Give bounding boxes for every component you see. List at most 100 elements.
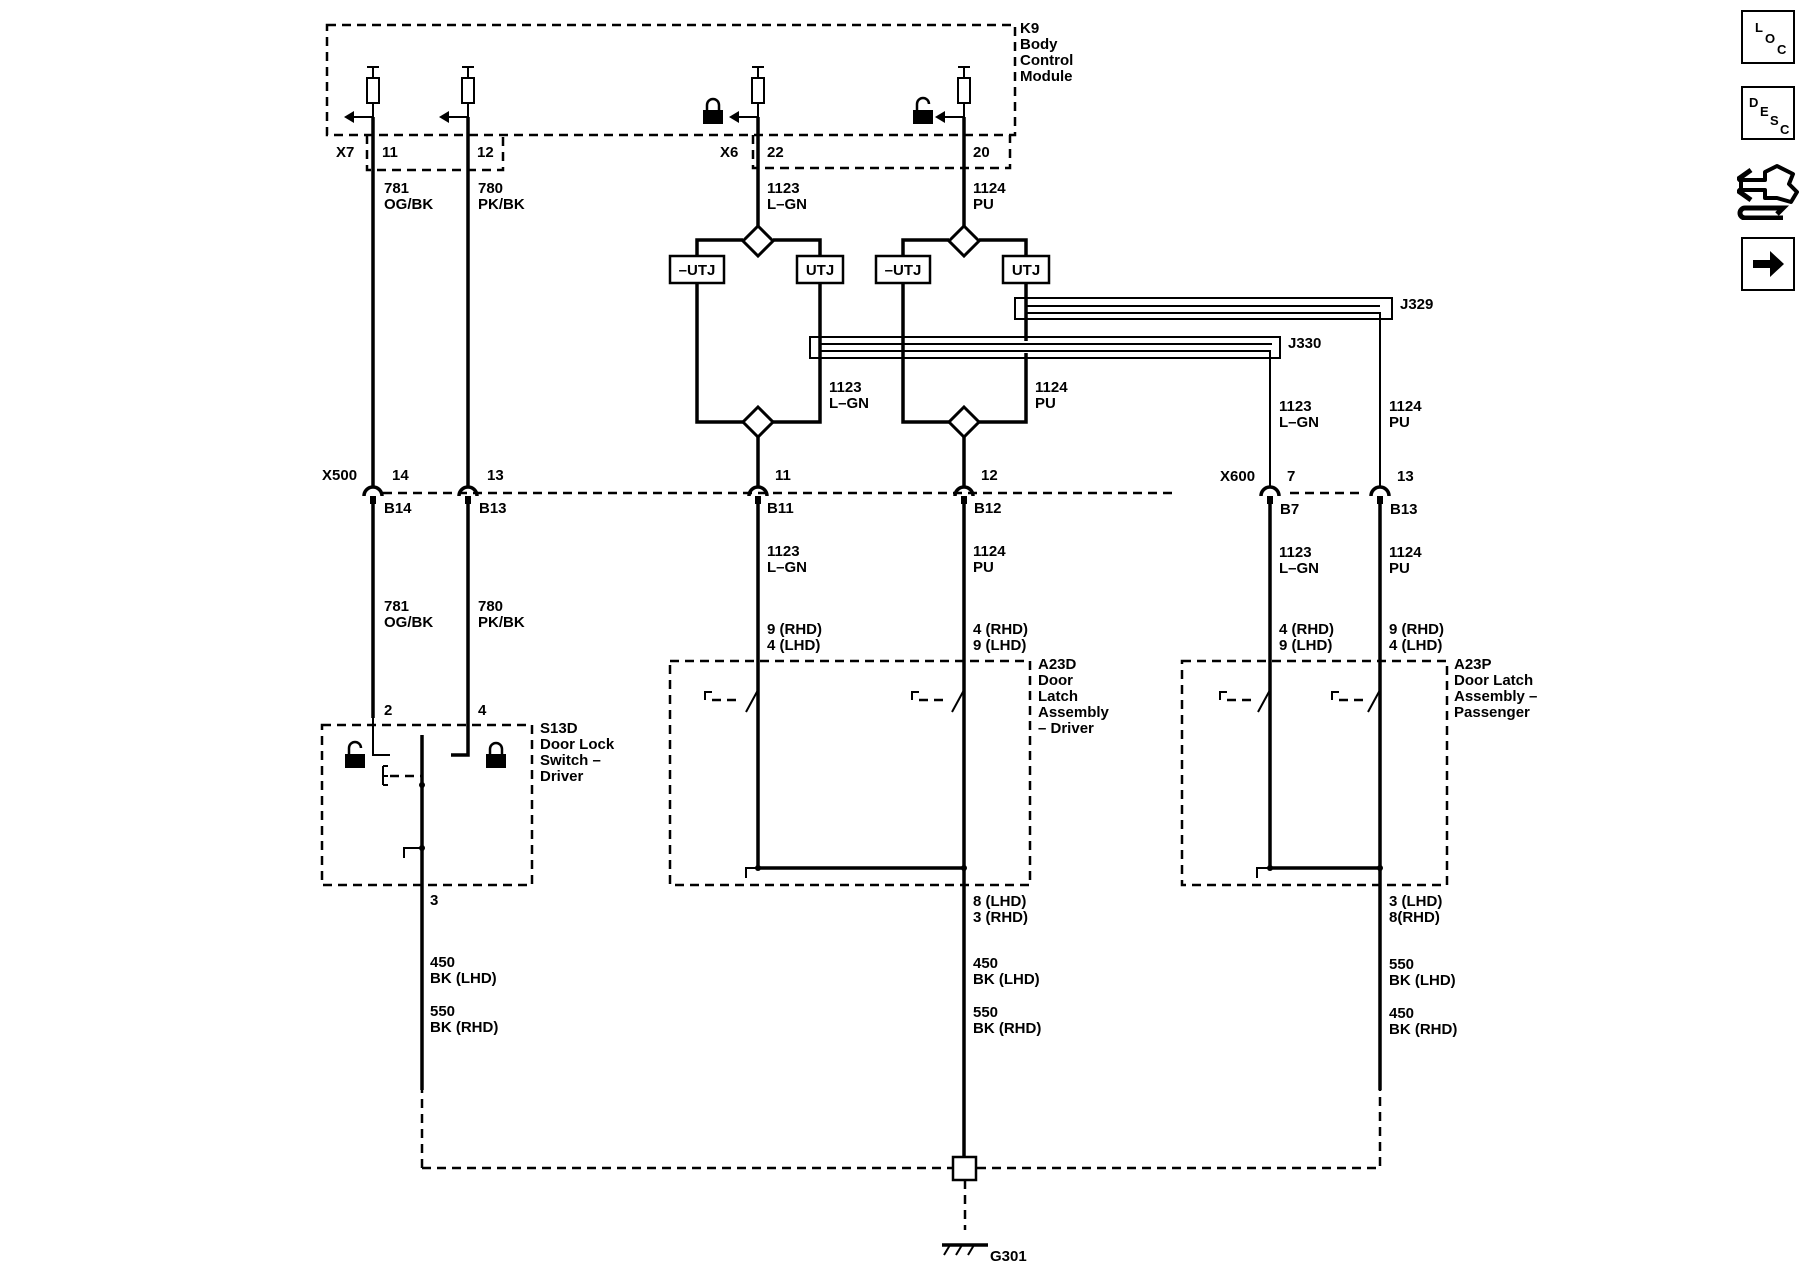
next-button[interactable] bbox=[1741, 237, 1795, 291]
pin-x600-13 bbox=[1369, 485, 1391, 504]
inline-connector-pins bbox=[362, 485, 1391, 504]
j330-line-b bbox=[820, 350, 1271, 487]
lock-icon bbox=[703, 97, 723, 124]
latch-switches bbox=[704, 689, 1383, 878]
utj-label: –UTJ bbox=[885, 262, 922, 279]
splice-diamond-1123-bottom bbox=[740, 404, 776, 440]
ground-g301-label: G301 bbox=[990, 1248, 1027, 1265]
x7-connector-outline bbox=[365, 135, 505, 172]
utj-label: UTJ bbox=[806, 262, 834, 279]
k9-drivers bbox=[344, 66, 971, 124]
connector-x7-label: X7 bbox=[336, 144, 354, 161]
pin-label: 12 bbox=[477, 144, 494, 161]
pin-x500-13 bbox=[457, 485, 479, 504]
utj-box-1124-pos bbox=[1001, 254, 1051, 285]
utj-1123-pos-path bbox=[773, 283, 822, 424]
s13d-ground-contact bbox=[403, 847, 422, 858]
pin-label: 3 bbox=[430, 892, 438, 909]
splice-diamond-1124-top bbox=[946, 223, 982, 259]
description-button[interactable]: D E S C bbox=[1741, 86, 1795, 140]
a23p-ground-contact bbox=[1256, 867, 1270, 878]
desc-letter: D bbox=[1749, 95, 1759, 110]
ground-bus bbox=[422, 1028, 1382, 1170]
pin-label-a23d-unlock: 4 (RHD)9 (LHD) bbox=[973, 621, 1028, 654]
pin-label-a23p-ground: 3 (LHD)8(RHD) bbox=[1389, 893, 1442, 926]
utj-label: UTJ bbox=[1012, 262, 1040, 279]
utj-1124-neg-path bbox=[901, 283, 949, 424]
pin-label: B13 bbox=[1390, 501, 1418, 518]
pin-label: 20 bbox=[973, 144, 990, 161]
connector-j329-label: J329 bbox=[1400, 296, 1433, 313]
unlock-icon bbox=[345, 740, 365, 768]
pin-label-a23p-lock: 4 (RHD)9 (LHD) bbox=[1279, 621, 1334, 654]
connector-x600-label: X600 bbox=[1220, 468, 1255, 485]
utj-box-1123-neg bbox=[668, 254, 726, 285]
a23d-unlock-switch bbox=[911, 689, 965, 713]
pin-label: 11 bbox=[775, 467, 791, 484]
loc-letter: C bbox=[1777, 42, 1787, 57]
pin-label-a23d-lock: 9 (RHD)4 (LHD) bbox=[767, 621, 822, 654]
wire-780-lower bbox=[451, 500, 470, 757]
pin-label: B11 bbox=[767, 500, 794, 517]
k9-driver-20 bbox=[913, 66, 971, 124]
a23p-outline bbox=[1180, 659, 1449, 887]
a23p-unlock-switch bbox=[1331, 689, 1381, 713]
pin-label: 7 bbox=[1287, 468, 1295, 485]
s13d-switch bbox=[345, 718, 506, 858]
pin-x500-11 bbox=[747, 485, 769, 504]
connector-end-view-icon[interactable] bbox=[1735, 154, 1799, 221]
x6-connector-outline bbox=[751, 135, 1012, 170]
pin-x500-14 bbox=[362, 485, 384, 504]
connector-x6-label: X6 bbox=[720, 144, 738, 161]
pin-label-a23p-unlock: 9 (RHD)4 (LHD) bbox=[1389, 621, 1444, 654]
a23d-outline bbox=[668, 659, 1032, 887]
pin-x500-12 bbox=[953, 485, 975, 504]
pin-label: 4 bbox=[478, 702, 487, 719]
next-arrow-icon bbox=[1753, 251, 1784, 277]
j330-line-a bbox=[819, 283, 1272, 345]
pin-label-a23d-ground: 8 (LHD)3 (RHD) bbox=[973, 893, 1028, 926]
pin-label: B12 bbox=[974, 500, 1002, 517]
splice-diamond-1124-bottom bbox=[946, 404, 982, 440]
pin-label: B14 bbox=[384, 500, 412, 517]
ground-g301 bbox=[942, 1155, 988, 1256]
pin-x600-7 bbox=[1259, 485, 1281, 504]
lock-icon bbox=[486, 741, 506, 768]
utj-label: –UTJ bbox=[679, 262, 716, 279]
utj-1123-branches bbox=[695, 238, 822, 255]
a23d-ground-contact bbox=[745, 867, 758, 878]
pin-label: 12 bbox=[981, 467, 998, 484]
pin-label: 13 bbox=[487, 467, 504, 484]
s13d-outline bbox=[320, 723, 534, 887]
location-button[interactable]: L O C bbox=[1741, 10, 1795, 64]
ground-icon bbox=[943, 1244, 975, 1256]
pin-label: 14 bbox=[392, 467, 409, 484]
loc-letter: L bbox=[1755, 20, 1763, 35]
splice-diamond-1123-top bbox=[740, 223, 776, 259]
utj-1123-neg-path bbox=[695, 283, 743, 424]
desc-letter: C bbox=[1780, 122, 1790, 137]
k9-driver-22 bbox=[703, 66, 765, 124]
a23d-lock-switch bbox=[704, 689, 759, 868]
pin-label: 11 bbox=[382, 144, 398, 161]
pin-label: 22 bbox=[767, 144, 784, 161]
j329-box bbox=[1014, 297, 1393, 320]
k9-driver-11 bbox=[344, 66, 380, 123]
connector-j330-label: J330 bbox=[1288, 335, 1321, 352]
desc-letter: S bbox=[1770, 113, 1779, 128]
